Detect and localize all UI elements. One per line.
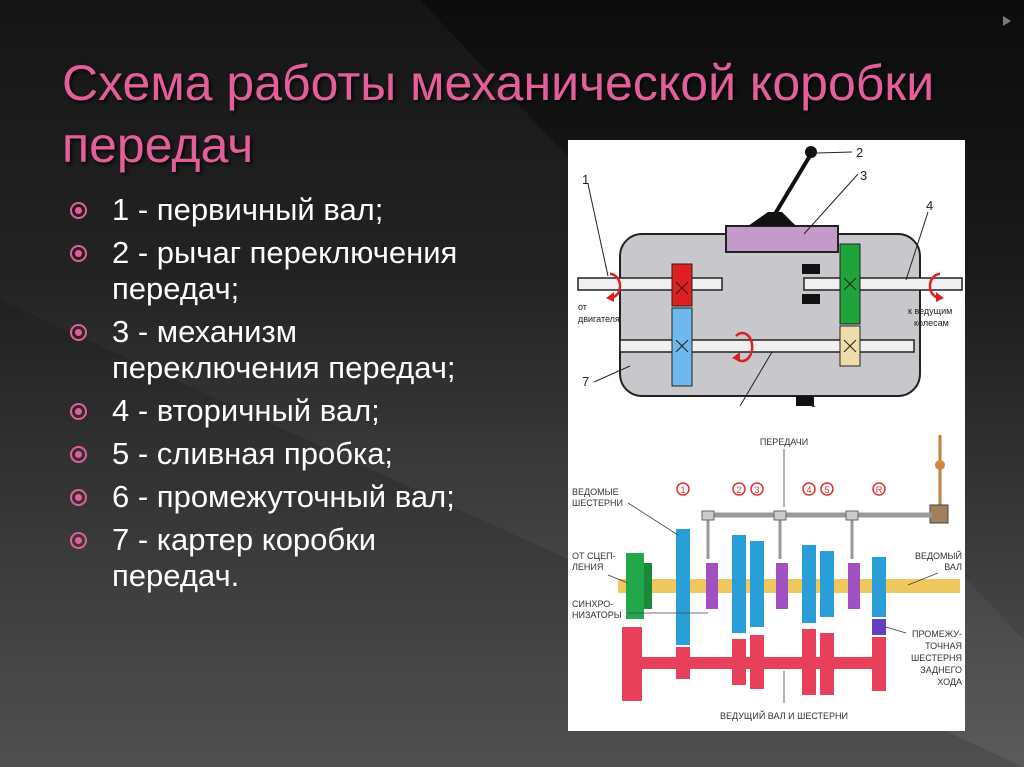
gear-number-3: 3: [754, 485, 759, 495]
bullet-item: 7 - картер коробки передач.: [70, 522, 490, 594]
driven-gear-4: [802, 545, 816, 623]
from-engine-label: двигателя: [578, 314, 620, 324]
bullet-icon: [70, 324, 87, 341]
drain-plug: [796, 396, 814, 406]
synchro-block: [802, 264, 820, 274]
driven-shaft: [618, 579, 960, 593]
gears-label: ПЕРЕДАЧИ: [760, 437, 808, 447]
synchronizer: [776, 563, 788, 609]
driven-shaft-label: ВЕДОМЫЙ: [915, 550, 962, 561]
shift-mechanism: [725, 225, 839, 253]
gear-number-marker: [802, 482, 816, 496]
driven-gear-1: [676, 529, 690, 645]
bullet-icon: [70, 245, 87, 262]
driven-gears-label: ВЕДОМЫЕ: [572, 487, 619, 497]
driven-gears-label: ШЕСТЕРНИ: [572, 498, 623, 508]
label-3: 3: [860, 168, 867, 183]
driven-gear-3: [750, 541, 764, 627]
reverse-idler-label: ХОДА: [937, 677, 962, 687]
gear-number-marker: [732, 482, 746, 496]
gear-arrangement-diagram: 1 2 3 4 5 R ПЕРЕДАЧИ ВЕДОМЫЕ ШЕСТЕРНИ ОТ…: [568, 407, 965, 731]
driven-gear-r: [872, 557, 886, 617]
input-shaft: [577, 277, 723, 291]
reverse-idler-label: ШЕСТЕРНЯ: [911, 653, 962, 663]
driven-gear-2: [732, 535, 746, 633]
gear-number-marker: [820, 482, 834, 496]
output-shaft: [803, 277, 963, 291]
to-wheels-label: колесам: [914, 318, 949, 328]
gear-number-marker: [676, 482, 690, 496]
gear-number-marker: [750, 482, 764, 496]
gear-number-1: 1: [680, 485, 685, 495]
synchro-block: [802, 294, 820, 304]
input-gear: [671, 263, 693, 307]
bullet-item: 2 - рычаг переключения передач;: [70, 235, 490, 307]
bullet-icon: [70, 202, 87, 219]
reverse-idler-gear: [872, 619, 886, 635]
gearbox-housing: [619, 233, 921, 397]
slide-title: Схема работы механической коробки переда…: [62, 55, 935, 173]
synchronizer: [848, 563, 860, 609]
bullet-item: 6 - промежуточный вал;: [70, 479, 490, 515]
gear-number-2: 2: [736, 485, 741, 495]
reverse-idler-label: ПРОМЕЖУ-: [912, 629, 962, 639]
label-7: 7: [582, 374, 589, 389]
input-gear: [626, 553, 644, 619]
next-slide-icon[interactable]: [1000, 14, 1014, 28]
bullet-item: 5 - сливная пробка;: [70, 436, 490, 472]
rotation-arrow-icon: [735, 331, 754, 363]
synchronizers-label: СИНХРО-: [572, 599, 613, 609]
drive-gear: [622, 627, 642, 701]
driven-shaft-label: ВАЛ: [944, 562, 962, 572]
from-clutch-label: ОТ СЦЕП-: [572, 551, 616, 561]
label-2: 2: [856, 145, 863, 160]
lever-base: [748, 212, 796, 226]
synchronizers-label: НИЗАТОРЫ: [572, 610, 622, 620]
shift-lever: [773, 152, 813, 216]
bullet-item: 3 - механизм переключения передач;: [70, 314, 490, 386]
counter-shaft: [619, 339, 915, 353]
bullet-item: 1 - первичный вал;: [70, 192, 490, 228]
bullet-icon: [70, 446, 87, 463]
to-wheels-label: к ведущим: [908, 306, 952, 316]
bullet-icon: [70, 403, 87, 420]
reverse-idler-label: ТОЧНАЯ: [925, 641, 962, 651]
bullet-icon: [70, 489, 87, 506]
bullet-list: 1 - первичный вал; 2 - рычаг переключени…: [70, 192, 490, 601]
synchronizer: [706, 563, 718, 609]
reverse-idler-label: ЗАДНЕГО: [920, 665, 962, 675]
gear-number-4: 4: [806, 485, 811, 495]
label-1: 1: [582, 172, 589, 187]
counter-gear-blue: [671, 307, 693, 387]
lever-knob: [805, 146, 817, 158]
shift-lever-base: [929, 504, 949, 524]
from-engine-label: от: [578, 302, 587, 312]
driven-gear-5: [820, 551, 834, 617]
label-4: 4: [926, 198, 933, 213]
drive-shaft-label: ВЕДУЩИЙ ВАЛ И ШЕСТЕРНИ: [720, 710, 848, 721]
from-clutch-label: ЛЕНИЯ: [572, 562, 603, 572]
gearbox-schematic: 1 2 3 4 5 6 7 от двигателя к ведущим кол…: [568, 140, 965, 436]
gear-number-5: 5: [824, 485, 829, 495]
gear-number-r: R: [876, 485, 883, 495]
bullet-icon: [70, 532, 87, 549]
gear-number-marker: [872, 482, 886, 496]
bullet-item: 4 - вторичный вал;: [70, 393, 490, 429]
